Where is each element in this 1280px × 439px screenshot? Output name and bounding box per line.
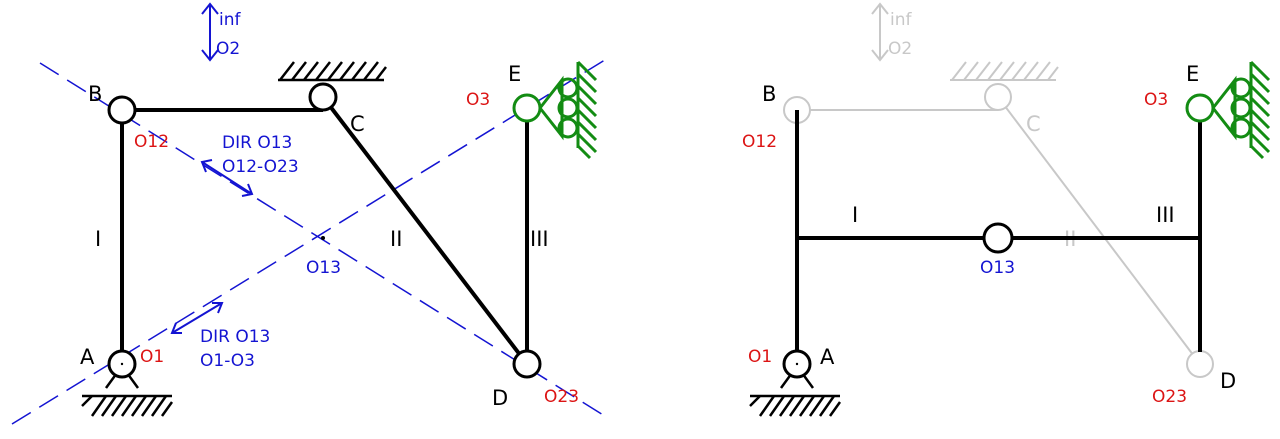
instant-center-o13 (321, 236, 325, 240)
fixed-ground-icon (749, 363, 842, 417)
hinge-joint-icon (982, 222, 1014, 254)
dir-lower-line-1: DIR O13 (200, 327, 270, 347)
link-label-3: III (1156, 203, 1175, 227)
label-o2: O2 (216, 39, 240, 59)
point-label-a: A (80, 345, 95, 369)
point-label-d: D (492, 386, 508, 410)
link-label-1: I (95, 227, 101, 251)
direction-arrow-icon (201, 2, 219, 62)
direction-arrow-icon (170, 302, 224, 334)
dir-upper-line-1: DIR O13 (222, 133, 292, 153)
point-label-b: B (88, 82, 102, 106)
roller-support-icon (512, 60, 598, 160)
point-label-c: C (350, 112, 365, 136)
hinge-joint-icon (107, 349, 137, 379)
center-label-o13: O13 (306, 258, 341, 278)
center-label-o23: O23 (1152, 387, 1187, 407)
center-label-o3: O3 (466, 90, 490, 110)
link-cd (321, 95, 529, 366)
point-label-e: E (508, 62, 521, 86)
point-label-b: B (762, 82, 776, 106)
center-label-o3: O3 (1144, 90, 1168, 110)
link-label-1: I (852, 203, 858, 227)
label-inf: inf (219, 10, 241, 30)
center-label-o12: O12 (742, 132, 777, 152)
point-label-c: C (1026, 112, 1041, 136)
center-label-o13: O13 (980, 258, 1015, 278)
link-label-2: II (390, 227, 402, 251)
right-mechanism: C II inf O2 (742, 2, 1271, 417)
center-label-o1: O1 (140, 347, 164, 367)
center-label-o12: O12 (134, 132, 169, 152)
hinge-joint-icon (107, 95, 137, 125)
fixed-ground-icon (278, 61, 387, 82)
dashed-line-o12-o23 (39, 62, 609, 419)
point-label-e: E (1186, 62, 1199, 86)
label-inf: inf (890, 10, 912, 30)
hinge-joint-icon (308, 82, 338, 112)
dir-upper-line-2: O12-O23 (222, 157, 299, 177)
link-label-3: III (530, 227, 549, 251)
ghost-configuration (783, 2, 1214, 378)
center-label-o23: O23 (544, 387, 579, 407)
point-label-a: A (820, 345, 835, 369)
dir-lower-line-2: O1-O3 (200, 351, 255, 371)
label-o2: O2 (888, 39, 912, 59)
roller-support-icon (1185, 60, 1271, 160)
left-mechanism: B C A D E O12 O1 O3 O23 O13 I II III inf… (11, 2, 609, 425)
hinge-joint-icon (782, 349, 812, 379)
center-label-o1: O1 (748, 347, 772, 367)
hinge-joint-icon (512, 349, 542, 379)
direction-arrow-icon (200, 159, 254, 197)
point-label-d: D (1220, 369, 1236, 393)
